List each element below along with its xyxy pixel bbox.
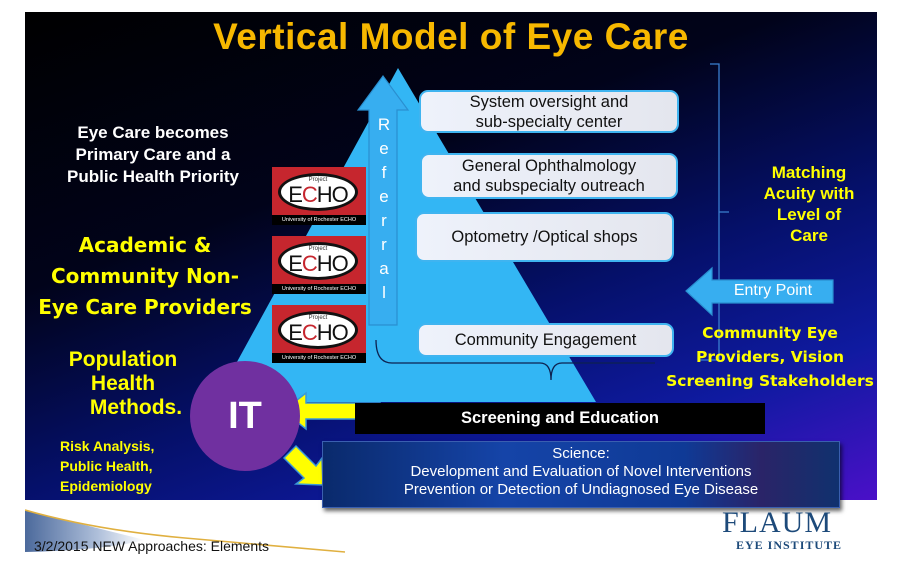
- logo-wordmark: FLAUM: [722, 506, 833, 539]
- echo-letter: HO: [316, 320, 349, 345]
- matching-acuity-label: Matching Acuity with Level of Care: [745, 162, 873, 246]
- stakeholders-line: Community Eye: [702, 324, 838, 342]
- footer-date-text: 3/2/2015 NEW Approaches: Elements: [34, 538, 270, 554]
- referral-letter: l: [382, 283, 386, 302]
- providers-label: Academic & Community Non- Eye Care Provi…: [30, 230, 260, 323]
- echo-project-label: Project: [308, 246, 328, 252]
- project-echo-logo: Project ECHO University of Rochester ECH…: [272, 236, 366, 294]
- it-circle: IT: [190, 361, 300, 471]
- population-line: Health: [90, 372, 156, 395]
- echo-letter: C: [301, 182, 318, 207]
- footer-swoosh: [25, 509, 346, 553]
- tier-line: Optometry /Optical shops: [451, 228, 638, 246]
- echo-project-label: Project: [308, 177, 328, 183]
- echo-letter: E: [288, 251, 303, 276]
- tier-system-oversight: System oversight and sub-specialty cente…: [419, 90, 679, 133]
- tier-line: Community Engagement: [454, 331, 637, 349]
- referral-arrow: [356, 74, 410, 326]
- slide-title: Vertical Model of Eye Care: [213, 16, 689, 57]
- project-echo-logo: Project ECHO University of Rochester ECH…: [272, 305, 366, 363]
- referral-letter: f: [381, 163, 387, 182]
- science-line: Prevention or Detection of Undiagnosed E…: [403, 481, 759, 498]
- stakeholders-label: Community Eye Providers, Vision Screenin…: [662, 321, 878, 393]
- echo-band: University of Rochester ECHO: [272, 353, 366, 363]
- echo-letter: E: [288, 320, 303, 345]
- providers-line: Community Non-: [50, 264, 239, 288]
- providers-line: Eye Care Providers: [38, 295, 252, 319]
- echo-project-label: Project: [308, 315, 328, 321]
- project-echo-logo: Project ECHO University of Rochester ECH…: [272, 167, 366, 225]
- echo-wordmark: ECHO: [281, 183, 355, 207]
- tier-line: sub-specialty center: [475, 112, 623, 131]
- stakeholders-line: Screening Stakeholders: [666, 372, 874, 390]
- screening-education-bar: Screening and Education: [355, 403, 765, 434]
- echo-letter: E: [288, 182, 303, 207]
- referral-letter: a: [379, 259, 389, 278]
- flaum-eye-institute-logo: FLAUM EYE INSTITUTE: [722, 508, 842, 553]
- referral-letter: r: [381, 211, 387, 230]
- echo-letter: C: [301, 251, 318, 276]
- echo-letter: HO: [316, 251, 349, 276]
- referral-label: R e f e r r a l: [372, 113, 396, 325]
- tier-community-engagement: Community Engagement: [417, 323, 674, 357]
- entry-point-label: Entry Point: [733, 282, 813, 299]
- echo-oval: Project ECHO: [278, 311, 358, 349]
- it-label: IT: [228, 394, 262, 437]
- tier-brace-bottom: [375, 339, 655, 381]
- echo-band: University of Rochester ECHO: [272, 284, 366, 294]
- science-line: Science:: [552, 445, 610, 462]
- tier-general-ophthalmology: General Ophthalmology and subspecialty o…: [420, 153, 678, 199]
- stakeholders-line: Providers, Vision: [695, 348, 845, 366]
- echo-oval: Project ECHO: [278, 173, 358, 211]
- entry-point-arrow: [685, 266, 834, 317]
- echo-letter: HO: [316, 182, 349, 207]
- referral-letter: e: [379, 187, 389, 206]
- tier-line: General Ophthalmology: [461, 157, 637, 175]
- heading-line: Primary Care and a: [75, 145, 231, 164]
- heading-line: Eye Care becomes: [77, 123, 229, 142]
- echo-band: University of Rochester ECHO: [272, 215, 366, 225]
- science-line: Development and Evaluation of Novel Inte…: [410, 463, 752, 480]
- echo-oval: Project ECHO: [278, 242, 358, 280]
- method-item: Risk Analysis,: [60, 438, 155, 454]
- methods-list: Risk Analysis, Public Health, Epidemiolo…: [60, 436, 200, 496]
- population-health-label: Population Health Methods.: [48, 348, 198, 420]
- acuity-bracket: [700, 63, 729, 361]
- echo-wordmark: ECHO: [281, 321, 355, 345]
- yellow-arrow-to-science: [282, 444, 324, 486]
- providers-line: Academic &: [78, 233, 212, 257]
- population-line: Population: [68, 348, 178, 371]
- method-item: Public Health,: [60, 458, 153, 474]
- heading-line: Public Health Priority: [67, 167, 239, 186]
- population-line: Methods.: [89, 396, 183, 419]
- echo-letter: C: [301, 320, 318, 345]
- tier-line: and subspecialty outreach: [453, 177, 645, 195]
- matching-line: Matching: [771, 163, 847, 182]
- tier-line: System oversight and: [469, 92, 629, 111]
- primary-care-heading: Eye Care becomes Primary Care and a Publ…: [38, 122, 268, 188]
- tier-optometry: Optometry /Optical shops: [415, 212, 674, 262]
- matching-line: Acuity with: [763, 184, 855, 203]
- referral-letter: e: [379, 139, 389, 158]
- logo-subtitle: EYE INSTITUTE: [736, 538, 843, 552]
- referral-letter: R: [377, 115, 391, 134]
- method-item: Epidemiology: [60, 478, 152, 494]
- echo-wordmark: ECHO: [281, 252, 355, 276]
- science-box: Science: Development and Evaluation of N…: [322, 441, 840, 508]
- matching-line: Care: [790, 226, 828, 245]
- matching-line: Level of: [776, 205, 842, 224]
- referral-letter: r: [381, 235, 387, 254]
